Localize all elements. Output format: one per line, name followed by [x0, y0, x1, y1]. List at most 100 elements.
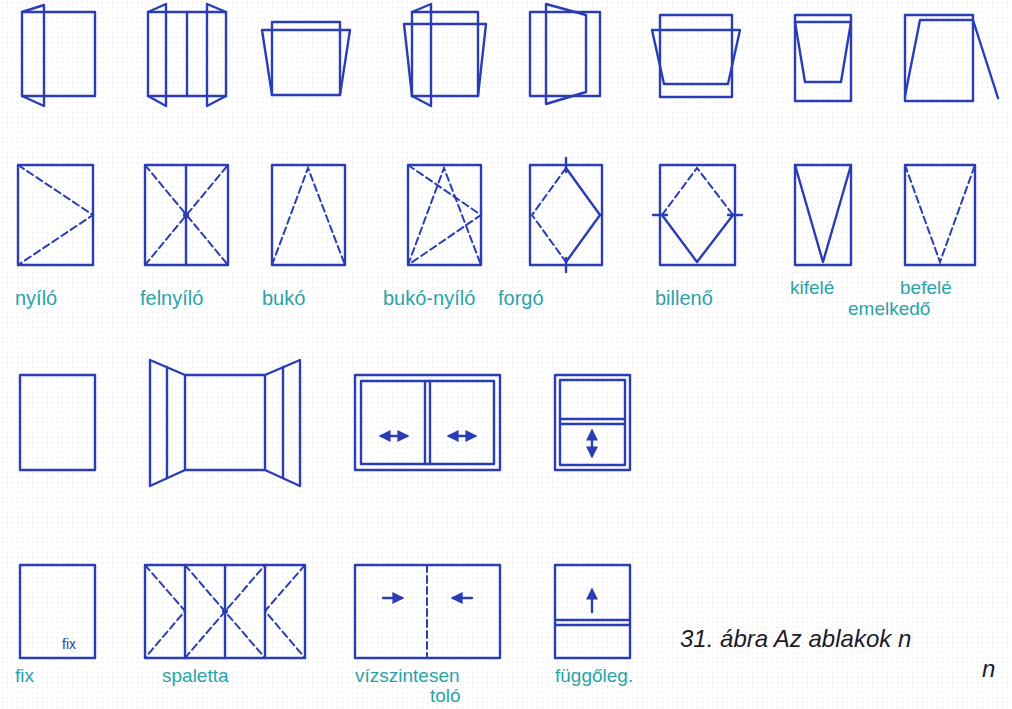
type-label: emelkedő — [848, 299, 930, 318]
horizontal-pivot-perspective — [652, 15, 740, 97]
sketch-frame — [555, 565, 630, 658]
type-label: függőleg. — [555, 666, 633, 685]
sketch-frame — [148, 12, 226, 96]
sketch-line — [555, 619, 630, 621]
sketch-frame — [272, 165, 345, 265]
sketch-path — [795, 165, 851, 262]
inner-mark: fix — [62, 637, 76, 651]
type-label: toló — [430, 686, 461, 705]
tilt-turn-perspective — [404, 4, 486, 106]
sketch-frame — [560, 380, 625, 465]
type-label: bukó-nyíló — [383, 288, 475, 308]
caption-fragment: n — [982, 657, 995, 681]
sketch-frame — [530, 12, 600, 96]
horizontal-slider-symbol — [355, 565, 500, 658]
type-label: billenő — [655, 288, 713, 308]
sketch-frame — [408, 165, 481, 265]
sketch-frame — [145, 165, 228, 265]
sketch-line — [426, 565, 428, 658]
figure-caption: 31. ábra Az ablakok n — [680, 627, 911, 651]
sketch-path — [412, 4, 431, 106]
sketch-path — [662, 168, 733, 215]
sketch-path — [905, 165, 975, 262]
sketch-dot — [183, 212, 189, 218]
sketch-line — [186, 12, 188, 96]
sketch-path — [662, 215, 733, 262]
fixed-perspective — [20, 375, 95, 470]
sketch-line — [728, 214, 742, 216]
sketch-line — [565, 158, 567, 172]
sketch-frame — [905, 15, 973, 101]
sketch-line — [653, 214, 667, 216]
sketch-frame — [355, 565, 500, 658]
sketch-line — [424, 381, 426, 464]
type-label: befelé — [900, 278, 952, 297]
sketch-path — [566, 168, 600, 262]
sketch-line — [145, 165, 228, 265]
type-label: fix — [15, 666, 34, 685]
sketch-path — [408, 165, 481, 265]
sketch-path — [408, 168, 481, 265]
double-casement-symbol — [145, 165, 228, 265]
sketch-line — [560, 423, 625, 425]
fixed-symbol — [20, 565, 95, 658]
type-label: vízszintesen — [355, 666, 460, 685]
sketch-frame — [18, 165, 93, 265]
casement-perspective — [22, 5, 95, 106]
sketch-line — [565, 258, 567, 272]
sketch-frame — [905, 165, 975, 265]
type-label: nyíló — [15, 288, 57, 308]
sketch-line — [185, 565, 265, 658]
sketch-frame — [530, 165, 602, 265]
sketch-dot — [222, 608, 228, 614]
sketch-line — [166, 367, 168, 478]
sketch-frame — [355, 375, 500, 470]
sketch-line — [429, 381, 431, 464]
sketch-line — [555, 624, 630, 626]
type-label: spaletta — [162, 666, 229, 685]
shutter-symbol — [145, 565, 305, 658]
sketch-line — [560, 418, 625, 420]
tilt-symbol — [272, 165, 345, 265]
pivot-perspective — [530, 4, 600, 104]
shutter-perspective — [150, 360, 300, 486]
sketch-path — [404, 24, 486, 96]
sketch-frame — [20, 375, 95, 470]
type-label: bukó — [262, 288, 305, 308]
sketch-line — [453, 597, 472, 599]
outward-lift-perspective — [795, 15, 851, 101]
sketch-frame — [185, 375, 265, 470]
sketch-frame — [555, 375, 630, 470]
pivot-symbol — [530, 158, 602, 272]
inward-lift-perspective — [905, 15, 998, 101]
type-label: kifelé — [790, 278, 834, 297]
sketch-path — [148, 4, 166, 106]
sketch-line — [591, 431, 593, 456]
sketch-frame — [20, 565, 95, 658]
sketch-path — [272, 168, 345, 265]
sketch-frame — [795, 15, 851, 101]
type-label: forgó — [498, 288, 544, 308]
casement-symbol — [18, 165, 93, 265]
inward-lift-symbol — [905, 165, 975, 265]
outward-lift-symbol — [795, 165, 851, 265]
sketch-line — [282, 367, 284, 478]
sketch-path — [265, 360, 300, 486]
sketch-path — [262, 30, 350, 95]
sketch-path — [532, 168, 566, 262]
type-label: felnyíló — [140, 288, 203, 308]
sketch-frame — [145, 565, 305, 658]
tilt-perspective — [262, 22, 350, 95]
sketch-path — [546, 4, 586, 104]
sketch-path — [22, 5, 44, 106]
sketch-path — [905, 20, 998, 98]
sketch-frame — [795, 165, 851, 265]
sketch-line — [449, 435, 475, 437]
sketch-path — [652, 30, 740, 84]
double-casement-perspective — [148, 4, 226, 106]
sketch-path — [18, 165, 93, 265]
vertical-slider-perspective — [555, 375, 630, 470]
